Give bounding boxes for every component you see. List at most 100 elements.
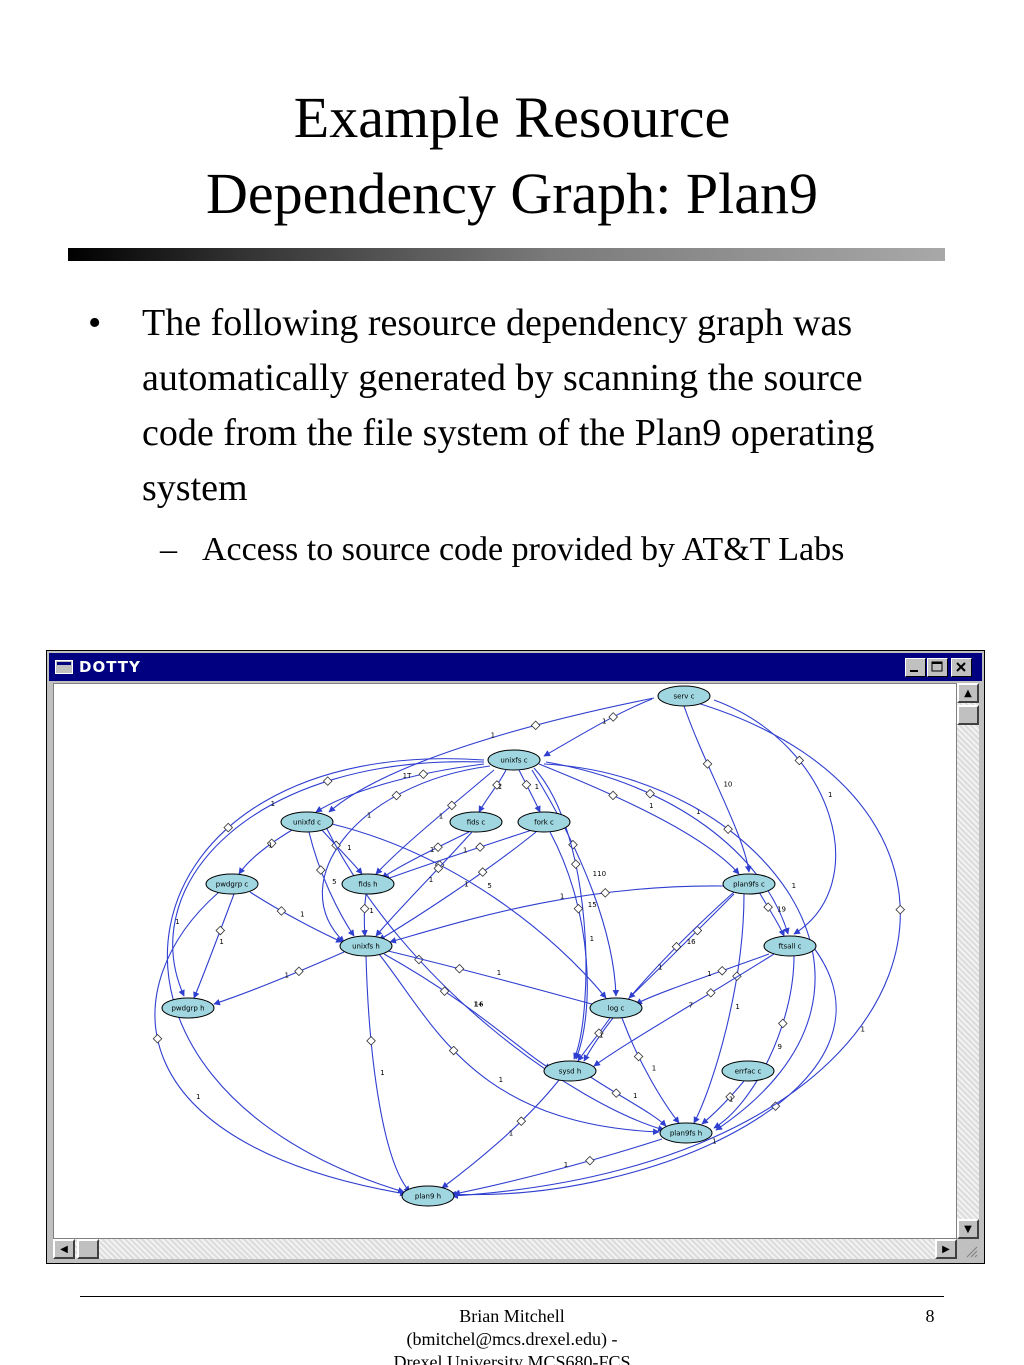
edge-diamond-marker — [477, 867, 488, 877]
resize-grip[interactable] — [957, 1239, 979, 1259]
edge-diamond-marker — [448, 1045, 459, 1056]
node-label-pwdgrph: pwdgrp h — [171, 1005, 204, 1013]
window-icon[interactable] — [55, 660, 73, 674]
edge-label: 1 — [599, 1032, 603, 1040]
edge-label: 16 — [475, 1001, 484, 1009]
edge-diamond-marker — [439, 986, 450, 996]
node-errfacc — [721, 1060, 775, 1082]
edge-unixfdc-to-pwdgrpc — [238, 829, 293, 875]
node-label-fidsh: fids h — [358, 881, 377, 889]
edge-unixfsc-to-plan9h — [166, 758, 485, 1194]
edge-label: 1 — [268, 841, 272, 849]
scroll-down-button[interactable]: ▼ — [957, 1219, 979, 1239]
edge-unixfsc-to-plan9fsc — [538, 763, 740, 875]
horizontal-scrollbar[interactable]: ◀ ▶ — [53, 1239, 957, 1259]
node-label-forkc: fork c — [534, 819, 554, 827]
edge-label: 1 — [429, 876, 433, 884]
edge-plan9fsc-to-logc — [628, 893, 735, 999]
edge-diamond-marker — [322, 776, 333, 786]
maximize-button[interactable] — [927, 658, 948, 677]
vertical-scroll-thumb[interactable] — [957, 705, 979, 725]
edge-label: 19 — [777, 906, 786, 914]
edge-label: 1 — [652, 1065, 656, 1073]
edge-plan9fsh-to-plan9h — [453, 1138, 663, 1197]
slide-title-line1: Example Resource — [293, 85, 731, 150]
edge-label: 1 — [590, 935, 594, 943]
scroll-right-button[interactable]: ▶ — [935, 1239, 957, 1259]
edge-unixfsc-to-sysdh — [533, 767, 587, 1060]
horizontal-scroll-thumb[interactable] — [77, 1239, 99, 1259]
node-plan9fsh — [659, 1122, 713, 1144]
scroll-left-button[interactable]: ◀ — [53, 1239, 75, 1259]
footer-divider — [80, 1296, 944, 1297]
edge-diamond-marker — [294, 966, 304, 977]
edge-diamond-marker — [521, 779, 532, 790]
vertical-scrollbar[interactable]: ▲ ▼ — [957, 683, 979, 1239]
edge-diamond-marker — [770, 1101, 781, 1111]
edge-label: 1 — [658, 963, 662, 971]
edge-label: 1 — [497, 969, 501, 977]
edge-diamond-marker — [723, 824, 733, 834]
edge-diamond-marker — [702, 759, 713, 769]
minimize-icon — [910, 670, 918, 672]
minimize-button[interactable] — [905, 658, 926, 677]
edge-diamond-marker — [492, 780, 502, 790]
edge-diamond-marker — [418, 769, 429, 779]
edge-diamond-marker — [391, 790, 402, 801]
edge-label: 1 — [367, 812, 371, 820]
window-title: DOTTY — [79, 658, 141, 676]
edge-plan9fsc-to-plan9fsh — [693, 893, 745, 1124]
node-label-servc: serv c — [673, 693, 694, 701]
edge-forkc-to-sysdh — [549, 831, 588, 1060]
edge-label: 10 — [723, 780, 732, 788]
slide-title: Example Resource Dependency Graph: Plan9 — [0, 80, 1024, 232]
edge-diamond-marker — [223, 822, 234, 833]
node-unixfsc — [487, 749, 541, 771]
edge-unixfsh-to-plan9fsh — [378, 953, 660, 1136]
footer-line2: (bmitchel@mcs.drexel.edu) - — [406, 1329, 618, 1349]
edge-label: 1 — [509, 1130, 513, 1138]
edge-ftsallc-to-sysdh — [593, 953, 775, 1067]
edge-diamond-marker — [600, 888, 611, 898]
close-button[interactable] — [951, 658, 972, 677]
edge-fidsc-to-fidsh — [381, 831, 470, 879]
edge-unixfsc-to-fidsh — [375, 769, 495, 875]
bullet-text: The following resource dependency graph … — [142, 302, 875, 509]
edge-label: 1 — [219, 938, 223, 946]
edge-ftsallc-to-plan9fsh — [713, 955, 795, 1129]
node-label-ftsallc: ftsall c — [779, 943, 802, 951]
edge-label: 16 — [687, 938, 696, 946]
edge-pwdgrpc-to-plan9h — [154, 891, 407, 1197]
scroll-up-button[interactable]: ▲ — [957, 683, 979, 703]
edge-label: 1 — [729, 1095, 733, 1103]
node-label-unixfdc: unixfd c — [293, 819, 321, 827]
edge-diamond-marker — [433, 842, 443, 852]
node-label-unixfsh: unixfs h — [352, 943, 380, 951]
edge-label: 1 — [535, 783, 539, 791]
edge-diamond-marker — [763, 902, 773, 912]
edge-diamond-marker — [611, 1088, 622, 1098]
edge-diamond-marker — [585, 1155, 595, 1166]
title-divider — [68, 248, 945, 261]
slide-title-line2: Dependency Graph: Plan9 — [205, 161, 819, 226]
edge-forkc-to-unixfsh — [378, 831, 537, 941]
edge-diamond-marker — [475, 842, 485, 852]
edge-label: 1 — [175, 918, 179, 926]
window-titlebar[interactable]: DOTTY — [49, 653, 982, 681]
edge-label: 110 — [593, 870, 606, 878]
edge-diamond-marker — [447, 800, 457, 811]
edge-diamond-marker — [366, 1036, 376, 1046]
page-number: 8 — [925, 1306, 935, 1326]
edge-diamond-marker — [152, 1033, 163, 1044]
edge-diamond-marker — [414, 954, 424, 965]
edge-unixfdc-to-fidsh — [321, 829, 363, 875]
bullet-marker: • — [88, 302, 102, 344]
edge-label: 1 — [860, 1025, 864, 1033]
edge-label: 1 — [369, 907, 373, 915]
edge-unixfsc-to-unixfsh — [321, 765, 491, 943]
edge-servc-to-plan9h — [451, 701, 901, 1199]
edge-label: 1 — [430, 846, 434, 854]
edge-diamond-marker — [266, 838, 277, 849]
edge-label: 9 — [777, 1043, 781, 1051]
